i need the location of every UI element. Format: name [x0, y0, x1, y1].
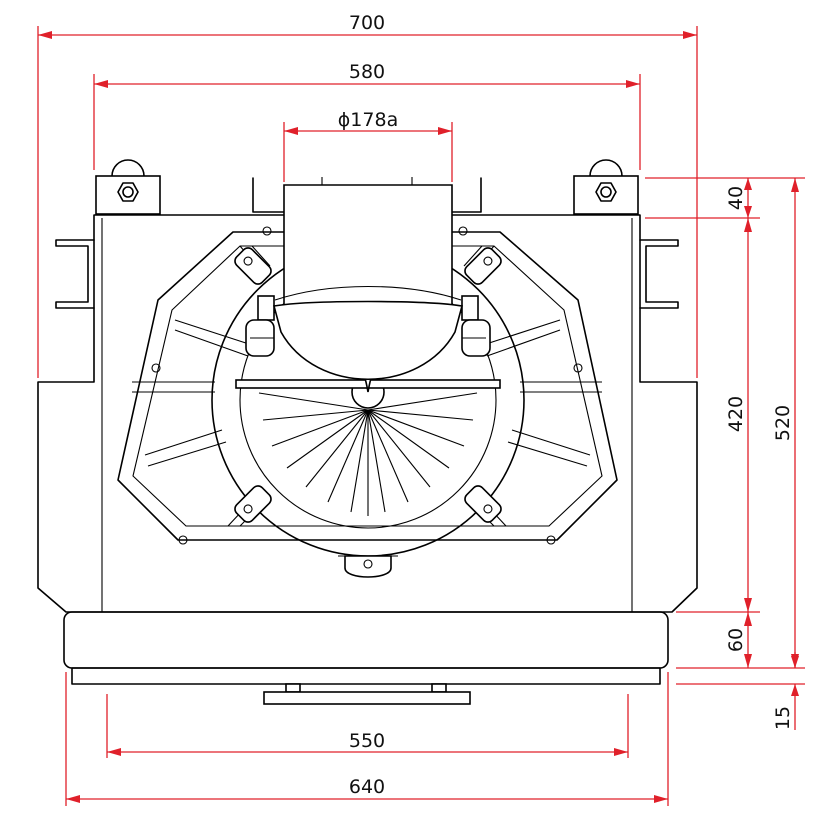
lifting-lug-left: [95, 159, 161, 215]
dim-text-700: 700: [349, 12, 385, 34]
dim-text-580: 580: [349, 61, 385, 83]
base-plate: [71, 667, 661, 685]
bottom-mount-tab: [338, 555, 398, 578]
dim-height-base: 60: [725, 612, 752, 668]
dim-text-15: 15: [772, 706, 794, 730]
dim-text-420: 420: [725, 396, 747, 432]
outlet-spout: [272, 177, 464, 393]
fan-spokes: [258, 392, 478, 516]
dim-outlet-diameter: ϕ178a: [283, 109, 453, 182]
unit-outline: [37, 159, 698, 705]
dim-height-total: 520: [772, 178, 799, 668]
dimension-layer: 700 580 ϕ178a 550: [37, 12, 805, 806]
right-side-bracket: [639, 239, 679, 309]
octagon-frame-outer: [117, 231, 618, 541]
dim-text-178a: ϕ178a: [338, 109, 398, 131]
dim-text-60: 60: [725, 628, 747, 652]
dim-height-foot: 15: [772, 652, 799, 730]
left-side-bracket: [55, 239, 95, 309]
corner-mounts: [234, 247, 502, 523]
drain-foot: [263, 683, 471, 705]
top-rail-left: [252, 177, 285, 213]
dim-width-overall: 700: [37, 12, 698, 378]
dim-width-flange: 580: [93, 61, 641, 170]
motor-side-blocks: [245, 295, 491, 357]
main-housing: [37, 214, 698, 613]
top-rail-right: [451, 177, 482, 213]
dim-width-base-inner: 550: [106, 694, 629, 758]
dim-text-520: 520: [772, 405, 794, 441]
dim-text-40: 40: [725, 186, 747, 210]
base-tray: [63, 611, 669, 669]
dim-text-550: 550: [349, 730, 385, 752]
dim-height-top: 40: [725, 178, 752, 218]
lifting-lug-right: [573, 159, 639, 215]
dim-text-640: 640: [349, 776, 385, 798]
dim-height-body: 420: [725, 218, 752, 612]
frame-holes: [151, 226, 583, 545]
dim-width-base: 640: [65, 672, 669, 806]
